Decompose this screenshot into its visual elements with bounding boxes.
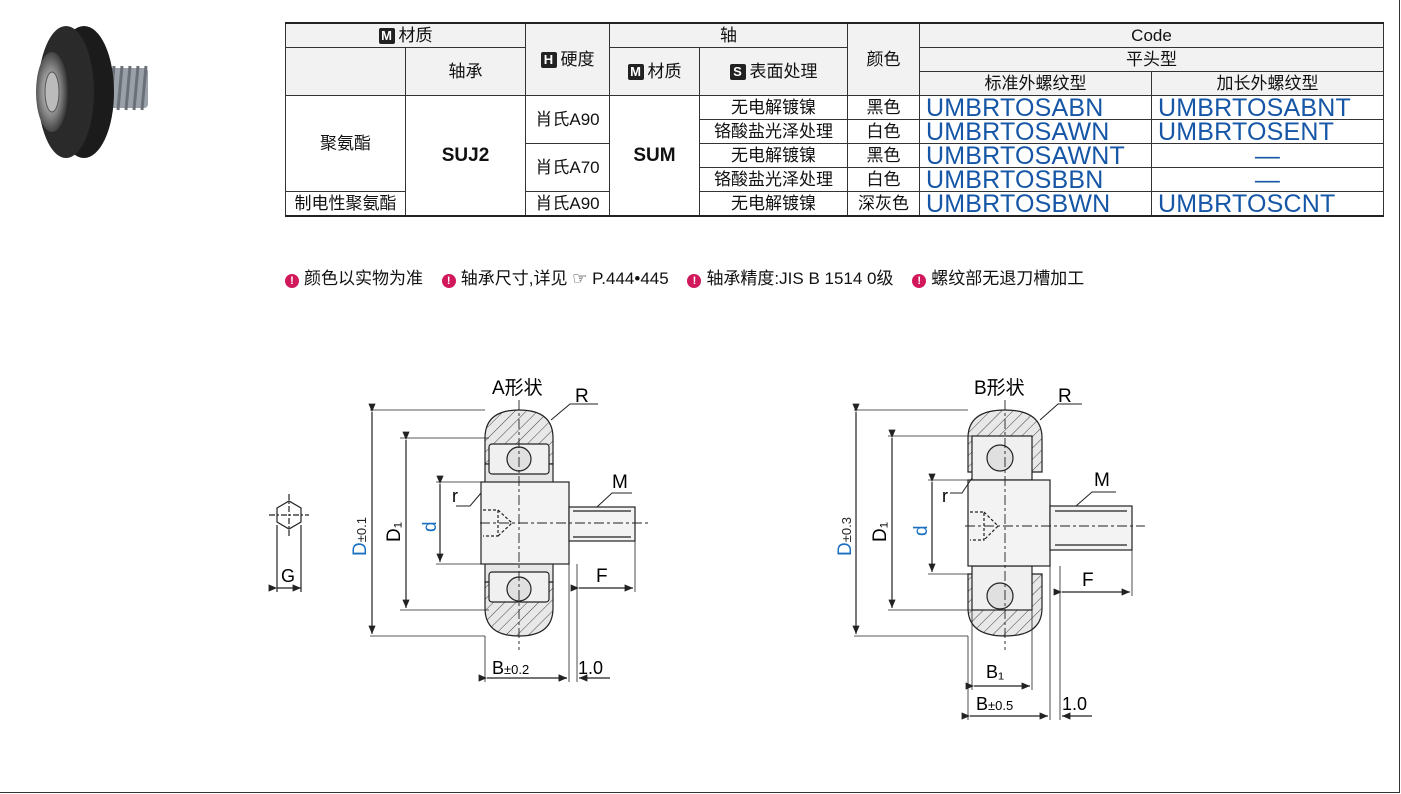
label-r-a: r xyxy=(452,486,458,506)
color-cell: 黑色 xyxy=(847,143,920,168)
material-polyurethane: 聚氨酯 xyxy=(285,95,406,192)
shaft-material: SUM xyxy=(609,95,700,217)
surface-cell: 无电解镀镍 xyxy=(699,143,848,168)
code-standard[interactable]: UMBRTOSBWN xyxy=(919,191,1152,217)
header-standard-thread: 标准外螺纹型 xyxy=(919,71,1152,96)
label-r-b: r xyxy=(942,486,948,506)
label-F-a: F xyxy=(596,566,608,587)
hex-detail xyxy=(268,494,309,592)
color-cell: 黑色 xyxy=(847,95,920,120)
note-item: !螺纹部无退刀槽加工 xyxy=(912,264,1084,289)
label-B-b: B±0.5 xyxy=(976,694,1013,714)
header-flat-type: 平头型 xyxy=(919,47,1384,72)
note-item: !轴承尺寸,详见 ☞ P.444•445 xyxy=(441,264,669,289)
title-shape-a: A形状 xyxy=(492,377,543,399)
warning-pin-icon: ! xyxy=(441,274,456,288)
code-long[interactable]: UMBRTOSABNT xyxy=(1151,95,1384,120)
code-long[interactable]: UMBRTOSENT xyxy=(1151,119,1384,144)
hardness-2: 肖氏A70 xyxy=(525,143,610,192)
label-M-b: M xyxy=(1094,470,1110,491)
code-long: — xyxy=(1151,167,1384,192)
note-item: !轴承精度:JIS B 1514 0级 xyxy=(687,264,894,289)
label-D-b: D±0.3 xyxy=(835,517,856,556)
color-cell: 白色 xyxy=(847,167,920,192)
material-conductive-polyurethane: 制电性聚氨酯 xyxy=(285,191,406,217)
label-D-a: D±0.1 xyxy=(350,517,371,556)
note-item: !颜色以实物为准 xyxy=(285,264,423,289)
title-shape-b: B形状 xyxy=(974,377,1025,399)
label-D1-b: D₁ xyxy=(870,522,891,542)
label-B1-b: B₁ xyxy=(986,662,1004,682)
surface-cell: 铬酸盐光泽处理 xyxy=(699,119,848,144)
header-blank xyxy=(285,47,406,96)
label-D1-a: D₁ xyxy=(384,522,405,542)
color-cell: 深灰色 xyxy=(847,191,920,217)
label-d-b: d xyxy=(911,525,932,536)
label-gap-a: 1.0 xyxy=(578,658,603,678)
code-standard[interactable]: UMBRTOSABN xyxy=(919,95,1152,120)
code-long: — xyxy=(1151,143,1384,168)
header-bearing: 轴承 xyxy=(405,47,526,96)
code-standard[interactable]: UMBRTOSAWNT xyxy=(919,143,1152,168)
label-R-b: R xyxy=(1058,386,1072,407)
label-d-a: d xyxy=(420,521,441,532)
shape-b xyxy=(852,400,1145,720)
warning-pin-icon: ! xyxy=(687,274,702,288)
code-long[interactable]: UMBRTOSCNT xyxy=(1151,191,1384,217)
label-R-a: R xyxy=(575,386,589,407)
warning-pin-icon: ! xyxy=(285,274,299,288)
header-color: 颜色 xyxy=(847,22,920,96)
product-photo xyxy=(36,26,148,158)
code-standard[interactable]: UMBRTOSBBN xyxy=(919,167,1152,192)
label-B-a: B±0.2 xyxy=(492,658,529,678)
header-code: Code xyxy=(919,22,1384,48)
bearing-material: SUJ2 xyxy=(405,95,526,217)
code-standard[interactable]: UMBRTOSAWN xyxy=(919,119,1152,144)
surface-cell: 无电解镀镍 xyxy=(699,191,848,217)
hardness-1: 肖氏A90 xyxy=(525,95,610,144)
notes-line: !颜色以实物为准 !轴承尺寸,详见 ☞ P.444•445 !轴承精度:JIS … xyxy=(285,264,1098,289)
warning-pin-icon: ! xyxy=(912,274,927,288)
color-cell: 白色 xyxy=(847,119,920,144)
shape-a xyxy=(368,400,650,682)
technical-drawing: G A形状 R M xyxy=(268,377,1145,720)
surface-cell: 铬酸盐光泽处理 xyxy=(699,167,848,192)
header-long-thread: 加长外螺纹型 xyxy=(1151,71,1384,96)
hardness-3: 肖氏A90 xyxy=(525,191,610,217)
surface-cell: 无电解镀镍 xyxy=(699,95,848,120)
label-gap-b: 1.0 xyxy=(1062,694,1087,714)
label-M-a: M xyxy=(612,472,628,493)
label-F-b: F xyxy=(1082,570,1094,591)
header-shaft: 轴 xyxy=(609,22,848,48)
label-G: G xyxy=(281,566,295,586)
